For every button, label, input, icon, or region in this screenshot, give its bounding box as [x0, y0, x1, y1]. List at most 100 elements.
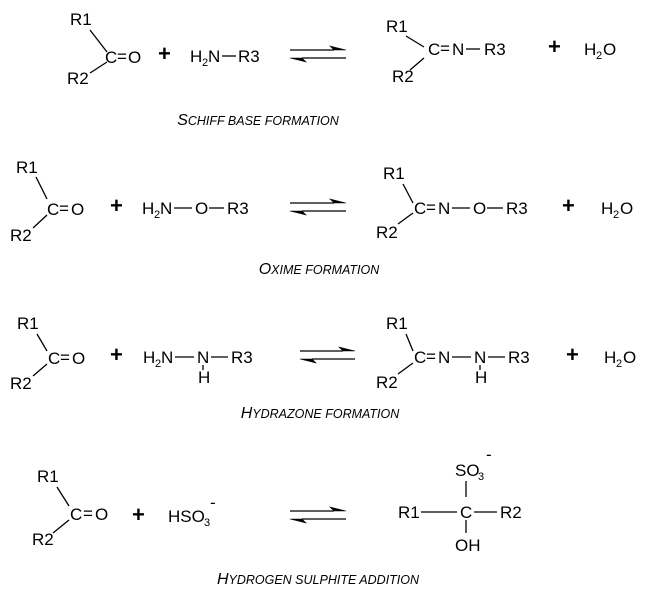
oh-label: OH — [455, 536, 481, 555]
r3-label: R3 — [238, 47, 260, 66]
h-label: H — [142, 199, 154, 218]
double-bond: = — [59, 199, 69, 218]
carbon-label: C — [428, 40, 440, 59]
bond-r2-c — [89, 61, 108, 74]
oxygen-label: O — [72, 349, 85, 368]
bond-r1-c — [36, 333, 48, 352]
water-o: O — [620, 199, 633, 218]
bond-r1-c — [89, 29, 108, 53]
r3-label: R3 — [484, 40, 506, 59]
subscript-2: 2 — [616, 358, 622, 370]
carbon-label: C — [414, 199, 426, 218]
carbon-label: C — [48, 349, 60, 368]
equilibrium-arrows — [289, 45, 347, 63]
double-bond: = — [117, 47, 127, 66]
r1-label: R1 — [70, 10, 92, 29]
bond-r2-c — [409, 57, 425, 71]
carbon-label: C — [47, 200, 59, 219]
carbon-label: C — [105, 48, 117, 67]
o-label: O — [195, 199, 208, 218]
hydrazone-product: R1 R2 C = N N H R3 — [376, 314, 530, 392]
imine-product: R1 R2 C = N R3 — [386, 17, 506, 86]
r1-label: R1 — [17, 314, 39, 333]
caption-schiff-base: SCHIFF BASE FORMATION — [177, 112, 340, 129]
double-bond: = — [426, 347, 436, 366]
water-o: O — [623, 348, 636, 367]
reaction-hydrogen-sulphite: R1 R2 C = O + HSO 3 - SO 3 - R1 C — [32, 445, 522, 588]
h-label: H — [143, 348, 155, 367]
carbon-label: C — [460, 503, 472, 522]
water-product: H 2 O — [604, 348, 636, 370]
r2-label: R2 — [10, 374, 32, 393]
plus-sign: + — [562, 193, 575, 218]
r3-label: R3 — [231, 348, 253, 367]
caption-hydrazone: HYDRAZONE FORMATION — [241, 405, 401, 422]
subscript-2: 2 — [154, 209, 160, 221]
hydrogen-sulphite-reagent: HSO 3 - — [168, 493, 216, 529]
n-label: N — [452, 40, 464, 59]
bond-r1-c — [402, 183, 414, 204]
r2-label: R2 — [10, 226, 32, 245]
double-bond: = — [83, 504, 93, 523]
r3-label: R3 — [227, 199, 249, 218]
carbonyl-reactant: R1 R2 C = O — [32, 467, 108, 549]
double-bond: = — [426, 198, 436, 217]
bond-r1-c — [35, 176, 48, 200]
bond-r1-c — [405, 333, 414, 352]
equilibrium-arrows — [299, 346, 356, 364]
subscript-2: 2 — [596, 50, 602, 62]
n-label: N — [208, 47, 220, 66]
h-label: H — [198, 368, 210, 387]
r2-label: R2 — [500, 503, 522, 522]
bond-r2-c — [397, 212, 414, 225]
oxygen-label: O — [95, 505, 108, 524]
subscript-2: 2 — [202, 57, 208, 69]
plus-sign: + — [132, 502, 145, 527]
so3-label: SO — [455, 461, 480, 480]
r2-label: R2 — [376, 373, 398, 392]
r1-label: R1 — [386, 314, 408, 333]
amine-reagent: H 2 N R3 — [190, 47, 260, 69]
plus-sign: + — [158, 41, 171, 66]
plus-sign: + — [548, 34, 561, 59]
hso3-label: HSO — [168, 507, 205, 526]
r1-label: R1 — [16, 158, 38, 177]
reaction-schiff-base: R1 R2 C = O + H 2 N R3 R1 R2 — [67, 10, 616, 129]
h-label: H — [190, 47, 202, 66]
subscript-3: 3 — [478, 471, 484, 483]
water-h: H — [601, 199, 613, 218]
water-o: O — [603, 40, 616, 59]
n-label: N — [438, 199, 450, 218]
r3-label: R3 — [508, 348, 530, 367]
subscript-3: 3 — [204, 517, 210, 529]
n-label: N — [438, 348, 450, 367]
n-label: N — [474, 348, 486, 367]
plus-sign: + — [566, 342, 579, 367]
n-label: N — [160, 199, 172, 218]
carbonyl-reactant: R1 R2 C = O — [10, 314, 85, 393]
r3-label: R3 — [506, 199, 528, 218]
equilibrium-arrows — [289, 506, 347, 524]
o-label: O — [473, 199, 486, 218]
r2-label: R2 — [32, 530, 54, 549]
bond-r2-c — [32, 214, 48, 229]
equilibrium-arrows — [289, 198, 347, 216]
n-label: N — [197, 348, 209, 367]
bond-r2-c — [32, 363, 48, 377]
bond-r1-c — [405, 35, 425, 48]
plus-sign: + — [110, 193, 123, 218]
r1-label: R1 — [398, 503, 420, 522]
hydrazine-reagent: H 2 N N H R3 — [143, 348, 253, 387]
r1-label: R1 — [383, 164, 405, 183]
double-bond: = — [60, 348, 70, 367]
r2-label: R2 — [392, 67, 414, 86]
caption-hydrogen-sulphite: HYDROGEN SULPHITE ADDITION — [217, 571, 420, 588]
oxime-product: R1 R2 C = N O R3 — [376, 164, 528, 242]
bond-r2-c — [52, 519, 70, 534]
bisulphite-adduct-product: SO 3 - R1 C R2 OH — [398, 445, 522, 555]
water-h: H — [584, 40, 596, 59]
bond-r1-c — [56, 486, 70, 507]
plus-sign: + — [110, 342, 123, 367]
oxygen-label: O — [71, 200, 84, 219]
